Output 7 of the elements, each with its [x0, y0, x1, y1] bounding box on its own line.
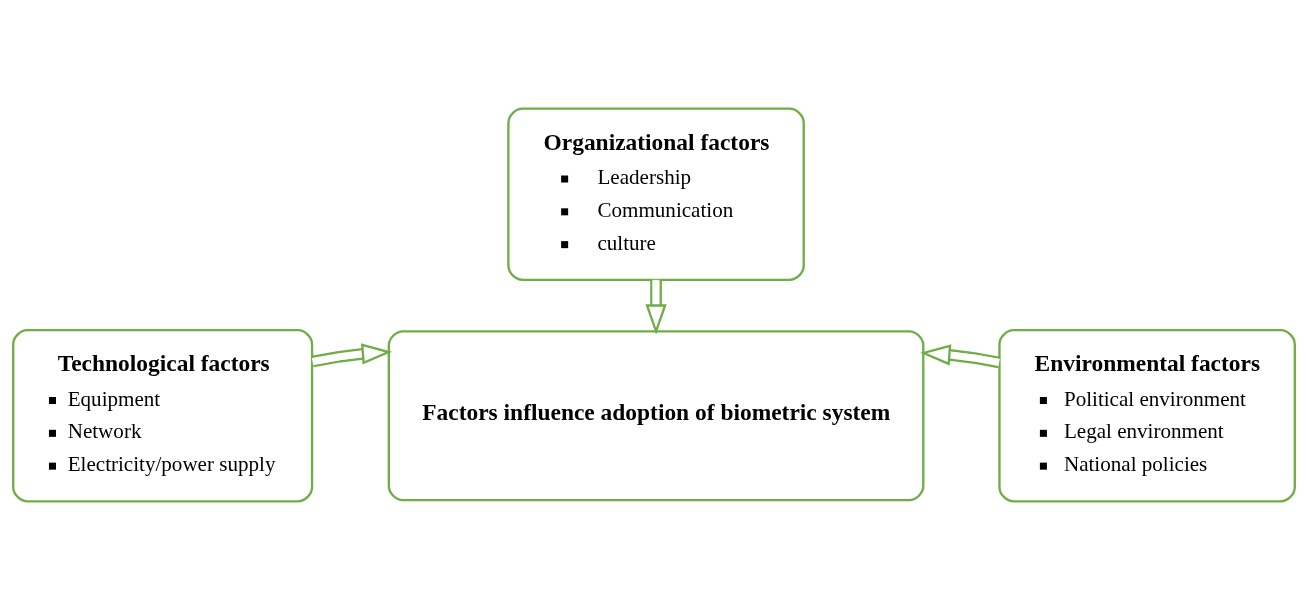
arrow	[645, 279, 667, 335]
node-box: Environmental factors Political environment Legal environment National policies	[998, 329, 1296, 503]
node-box: Technological factors Equipment Network Electricity/power supply	[12, 329, 314, 503]
arrow	[311, 343, 393, 368]
node-box: Factors influence adoption of biometric system	[387, 330, 925, 502]
node-box: Organizational factors Leadership Communication culture	[507, 107, 805, 281]
arrow	[920, 344, 1001, 369]
